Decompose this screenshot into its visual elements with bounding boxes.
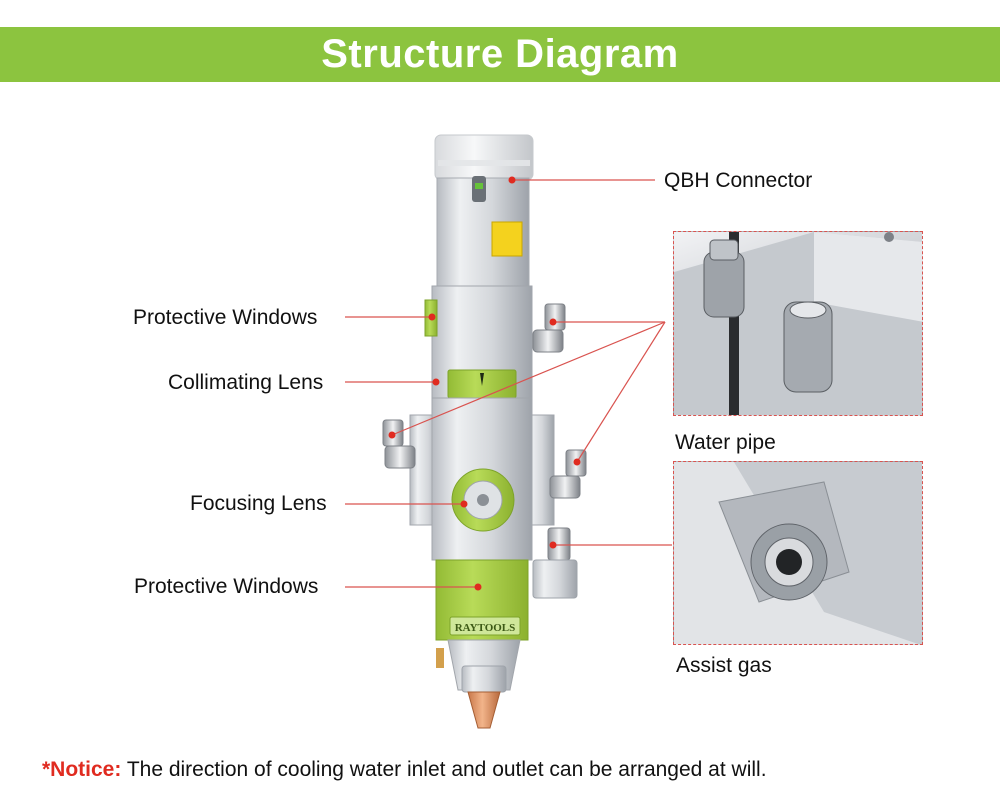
nozzle-nut [461, 665, 507, 693]
water-fitting-right [549, 449, 587, 499]
label-water-pipe: Water pipe [675, 431, 776, 454]
collimating-window [447, 369, 517, 399]
focusing-ring [451, 468, 515, 532]
brand-text: RAYTOOLS [455, 622, 516, 634]
label-protective-windows-bottom: Protective Windows [134, 575, 319, 598]
qbh-cylinder [436, 176, 530, 287]
notice-text: The direction of cooling water inlet and… [121, 758, 767, 781]
water-pipe-inset-image [674, 232, 922, 415]
label-collimating-lens: Collimating Lens [168, 371, 324, 394]
label-assist-gas: Assist gas [676, 654, 772, 677]
sensor-pin [436, 648, 444, 668]
protective-window-slot-top [424, 299, 438, 337]
copper-nozzle [467, 691, 501, 729]
lower-green-block [435, 559, 529, 641]
label-protective-windows-top: Protective Windows [133, 306, 318, 329]
page-title: Structure Diagram [321, 32, 679, 76]
label-qbh-connector: QBH Connector [664, 169, 813, 192]
notice-line: *Notice: The direction of cooling water … [42, 758, 767, 782]
assist-gas-inset [673, 461, 923, 645]
label-focusing-lens: Focusing Lens [190, 492, 327, 515]
assist-gas-fitting [532, 527, 578, 599]
assist-gas-inset-image [674, 462, 922, 644]
water-fitting-top-right [532, 303, 566, 353]
qbh-cap [434, 134, 534, 181]
notice-key: *Notice: [42, 758, 122, 781]
title-banner: Structure Diagram [0, 27, 1000, 82]
water-pipe-inset [673, 231, 923, 416]
